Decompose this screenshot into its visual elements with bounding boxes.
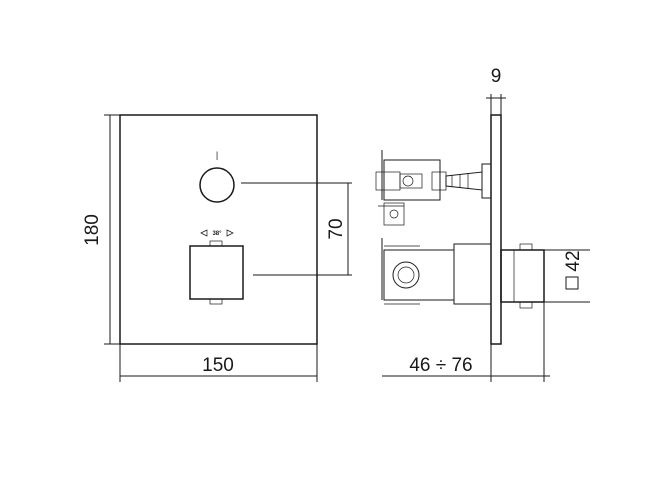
lower-valve-body — [381, 238, 492, 305]
upper-valve-body — [375, 150, 492, 226]
cover-plate — [119, 114, 318, 345]
handle-size-dimension: 42 — [544, 249, 590, 303]
side-handle — [500, 243, 545, 309]
front-view: | 38° 180 150 — [82, 114, 352, 382]
square-symbol — [565, 276, 579, 290]
rotation-label: 38° — [212, 231, 222, 237]
width-label: 150 — [202, 355, 234, 376]
square-handle — [189, 240, 244, 305]
range-dimension: 46 ÷ 76 — [382, 302, 550, 382]
rotation-indicator: 38° — [200, 229, 234, 237]
offset-label: 70 — [326, 218, 347, 239]
range-label: 46 ÷ 76 — [409, 355, 472, 376]
height-dimension: 180 — [82, 114, 120, 345]
side-view: 9 — [375, 66, 590, 382]
depth-dimension: 9 — [486, 66, 506, 115]
height-label: 180 — [82, 214, 103, 246]
depth-label: 9 — [491, 66, 502, 87]
width-dimension: 150 — [119, 344, 318, 382]
offset-dimension: 70 — [241, 182, 352, 276]
side-plate — [490, 114, 502, 345]
round-knob — [199, 167, 235, 203]
handle-size-label: 42 — [563, 250, 584, 271]
pointer-mark: | — [216, 150, 218, 160]
